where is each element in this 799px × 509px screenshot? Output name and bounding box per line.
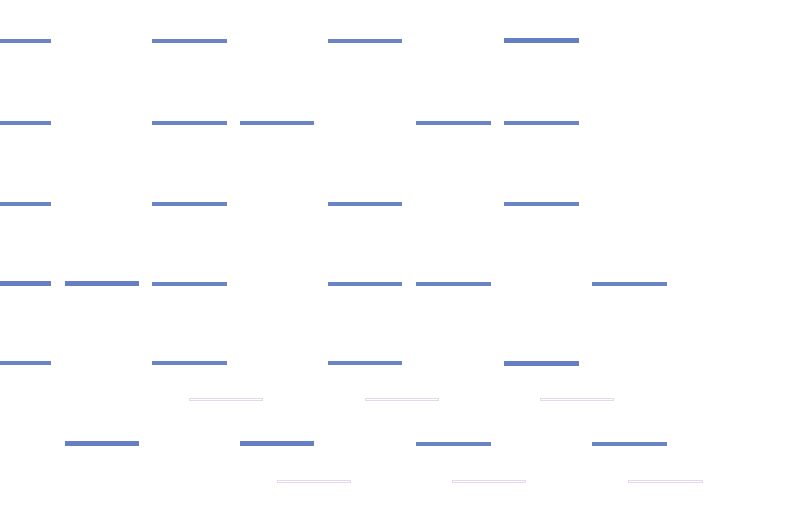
bar-r4-c5 bbox=[416, 282, 491, 286]
bar-r2-c3 bbox=[240, 121, 314, 125]
slot-r8-c1 bbox=[277, 480, 351, 483]
bar-r1-c1 bbox=[0, 39, 51, 43]
slot-r8-c2 bbox=[452, 480, 526, 483]
slot-r6-c1 bbox=[189, 398, 263, 401]
bar-r1-c2 bbox=[152, 39, 227, 43]
bar-r7-c1 bbox=[65, 441, 139, 446]
bar-r4-c1 bbox=[0, 281, 51, 286]
bar-r5-c3 bbox=[328, 361, 402, 365]
bar-r4-c6 bbox=[592, 282, 667, 286]
bar-r5-c4 bbox=[504, 361, 579, 366]
bar-r2-c2 bbox=[152, 121, 227, 125]
slot-r8-c3 bbox=[628, 480, 703, 483]
bar-r2-c5 bbox=[504, 121, 579, 125]
bar-r7-c2 bbox=[240, 441, 314, 446]
slot-r6-c3 bbox=[540, 398, 614, 401]
bar-r3-c4 bbox=[504, 202, 579, 206]
bar-r2-c1 bbox=[0, 121, 51, 125]
bar-r4-c4 bbox=[328, 282, 402, 286]
bar-r3-c3 bbox=[328, 202, 402, 206]
bar-r4-c2 bbox=[65, 281, 139, 286]
bar-r7-c4 bbox=[592, 442, 667, 446]
bar-r4-c3 bbox=[152, 282, 227, 286]
bar-r7-c3 bbox=[416, 442, 491, 446]
bar-r3-c1 bbox=[0, 202, 51, 206]
slot-r6-c2 bbox=[365, 398, 439, 401]
bar-r1-c3 bbox=[328, 39, 402, 43]
bar-r3-c2 bbox=[152, 202, 227, 206]
bar-r1-c4 bbox=[504, 38, 579, 43]
bar-r2-c4 bbox=[416, 121, 491, 125]
bar-r5-c1 bbox=[0, 361, 51, 365]
bar-r5-c2 bbox=[152, 361, 227, 365]
